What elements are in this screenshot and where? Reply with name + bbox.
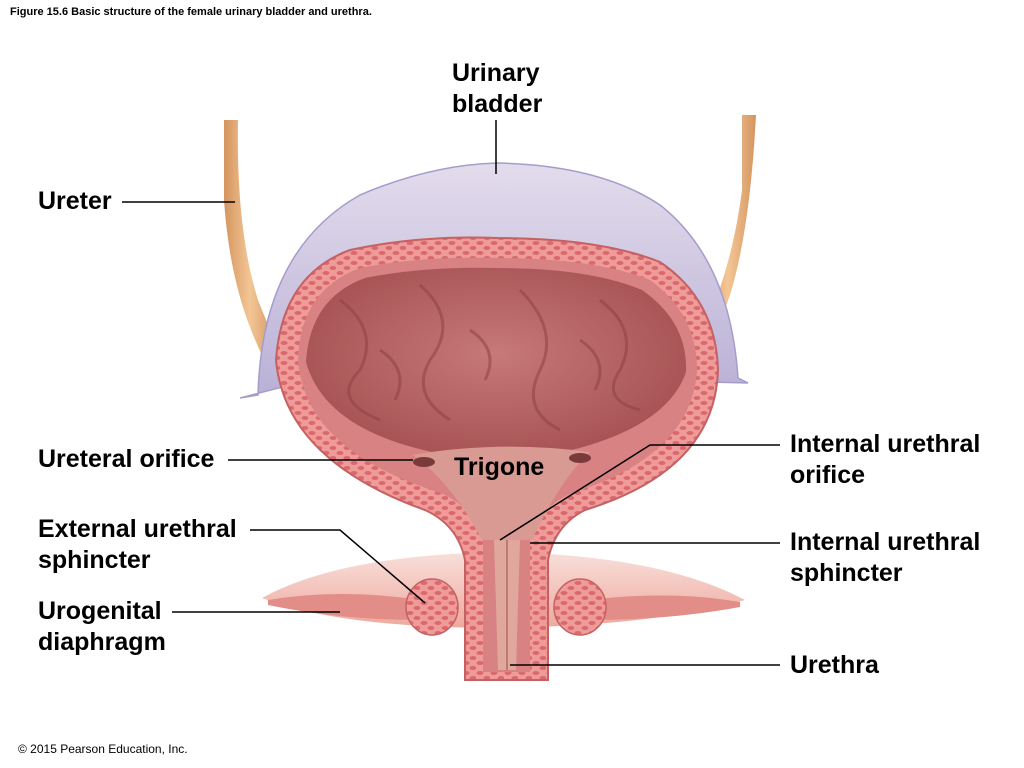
bladder-lumen-shape [306, 267, 687, 460]
figure-caption: Figure 15.6 Basic structure of the femal… [10, 6, 372, 18]
left-sphincter-mass [405, 578, 459, 636]
trigone-shape [412, 446, 590, 540]
right-ureteral-orifice-shape [569, 453, 591, 463]
leader-internal-orifice [499, 444, 780, 541]
right-sphincter-mass [553, 578, 607, 636]
leader-external-sphincter [250, 529, 426, 604]
mucosal-folds [339, 283, 641, 432]
label-ureter: Ureter [38, 187, 112, 215]
leader-lines [122, 120, 780, 666]
left-ureter-shape [224, 120, 276, 355]
label-urogenital-diaphragm: Urogenital diaphragm [38, 597, 166, 656]
label-urinary-bladder: Urinary bladder [452, 59, 543, 118]
label-external-urethral-sphincter: External urethral sphincter [38, 515, 237, 574]
label-ureteral-orifice: Ureteral orifice [38, 445, 215, 473]
right-ureter-shape [700, 115, 756, 345]
label-urethra: Urethra [790, 651, 879, 679]
copyright-notice: © 2015 Pearson Education, Inc. [18, 742, 188, 756]
label-internal-urethral-orifice: Internal urethral orifice [790, 430, 981, 489]
left-ureteral-orifice-shape [413, 457, 435, 467]
label-internal-urethral-sphincter: Internal urethral sphincter [790, 528, 981, 587]
label-trigone: Trigone [454, 453, 545, 481]
